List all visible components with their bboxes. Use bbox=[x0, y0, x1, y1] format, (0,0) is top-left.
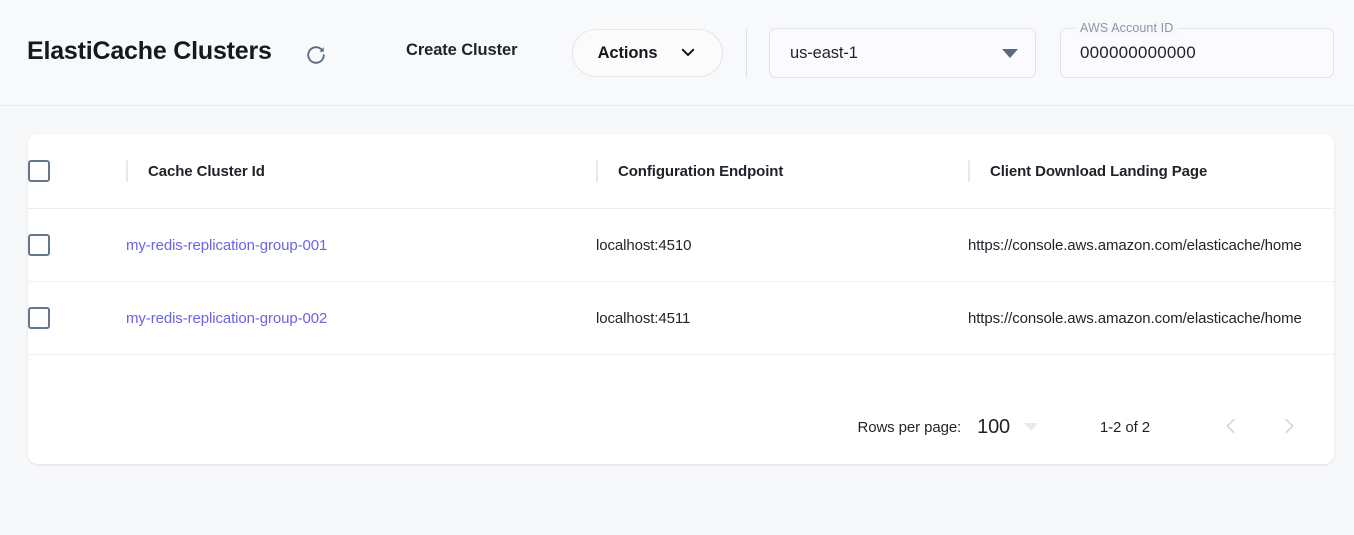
caret-down-icon bbox=[1002, 48, 1018, 58]
endpoint-text: localhost:4511 bbox=[596, 309, 691, 327]
pagination-bar: Rows per page: 100 1-2 of 2 bbox=[28, 390, 1334, 464]
table-body: my-redis-replication-group-001 localhost… bbox=[28, 208, 1334, 355]
select-all-checkbox[interactable] bbox=[28, 160, 50, 182]
cell-configuration-endpoint: localhost:4510 bbox=[596, 208, 968, 282]
select-all-cell bbox=[28, 134, 126, 209]
aws-account-id-input[interactable] bbox=[1062, 30, 1332, 76]
next-page-button[interactable] bbox=[1268, 406, 1310, 448]
aws-account-id-field[interactable]: AWS Account ID bbox=[1060, 21, 1334, 78]
chevron-down-icon bbox=[679, 43, 697, 64]
chevron-left-icon bbox=[1220, 415, 1242, 440]
cluster-id-link[interactable]: my-redis-replication-group-002 bbox=[126, 309, 328, 327]
row-select-cell bbox=[28, 208, 126, 282]
cell-client-download-landing-page: https://console.aws.amazon.com/elasticac… bbox=[968, 208, 1334, 282]
row-checkbox[interactable] bbox=[28, 307, 50, 329]
row-checkbox[interactable] bbox=[28, 234, 50, 256]
column-header-client-download-landing-page[interactable]: Client Download Landing Page bbox=[968, 134, 1334, 209]
endpoint-text: localhost:4510 bbox=[596, 236, 692, 254]
region-select[interactable]: us-east-1 bbox=[769, 28, 1036, 78]
cluster-id-link[interactable]: my-redis-replication-group-001 bbox=[126, 236, 328, 254]
column-divider bbox=[126, 160, 128, 182]
column-header-configuration-endpoint[interactable]: Configuration Endpoint bbox=[596, 134, 968, 209]
chevron-right-icon bbox=[1278, 415, 1300, 440]
refresh-icon bbox=[305, 44, 327, 66]
caret-down-icon bbox=[1023, 423, 1038, 431]
content-area: Cache Cluster Id Configuration Endpoint … bbox=[0, 106, 1354, 535]
cell-configuration-endpoint: localhost:4511 bbox=[596, 281, 968, 355]
toolbar-divider bbox=[746, 29, 747, 77]
previous-page-button[interactable] bbox=[1210, 406, 1252, 448]
rows-per-page-value: 100 bbox=[977, 415, 1010, 438]
landing-page-text: https://console.aws.amazon.com/elasticac… bbox=[968, 309, 1302, 327]
page-title: ElastiCache Clusters bbox=[27, 37, 272, 65]
actions-button[interactable]: Actions bbox=[572, 29, 723, 77]
column-header-label: Configuration Endpoint bbox=[618, 162, 784, 180]
table-row: my-redis-replication-group-002 localhost… bbox=[28, 281, 1334, 355]
table-row: my-redis-replication-group-001 localhost… bbox=[28, 208, 1334, 282]
cell-cache-cluster-id: my-redis-replication-group-002 bbox=[126, 281, 596, 355]
table-header: Cache Cluster Id Configuration Endpoint … bbox=[28, 134, 1334, 209]
actions-button-label: Actions bbox=[597, 43, 658, 62]
create-cluster-button[interactable]: Create Cluster bbox=[406, 41, 518, 59]
top-toolbar: ElastiCache Clusters Create Cluster Acti… bbox=[0, 0, 1354, 106]
column-header-cache-cluster-id[interactable]: Cache Cluster Id bbox=[126, 134, 596, 209]
table-header-row: Cache Cluster Id Configuration Endpoint … bbox=[28, 134, 1334, 209]
region-select-value: us-east-1 bbox=[790, 43, 858, 62]
cell-cache-cluster-id: my-redis-replication-group-001 bbox=[126, 208, 596, 282]
column-header-label: Client Download Landing Page bbox=[990, 162, 1208, 180]
column-divider bbox=[596, 160, 598, 182]
refresh-button[interactable] bbox=[302, 41, 330, 69]
rows-per-page-select[interactable]: 100 bbox=[977, 416, 1038, 439]
clusters-table: Cache Cluster Id Configuration Endpoint … bbox=[28, 134, 1334, 355]
landing-page-text: https://console.aws.amazon.com/elasticac… bbox=[968, 236, 1302, 254]
clusters-card: Cache Cluster Id Configuration Endpoint … bbox=[28, 134, 1334, 464]
column-header-label: Cache Cluster Id bbox=[148, 162, 265, 180]
cell-client-download-landing-page: https://console.aws.amazon.com/elasticac… bbox=[968, 281, 1334, 355]
pagination-range: 1-2 of 2 bbox=[1099, 418, 1150, 436]
column-divider bbox=[968, 160, 970, 182]
row-select-cell bbox=[28, 281, 126, 355]
rows-per-page-label: Rows per page: bbox=[857, 418, 962, 436]
